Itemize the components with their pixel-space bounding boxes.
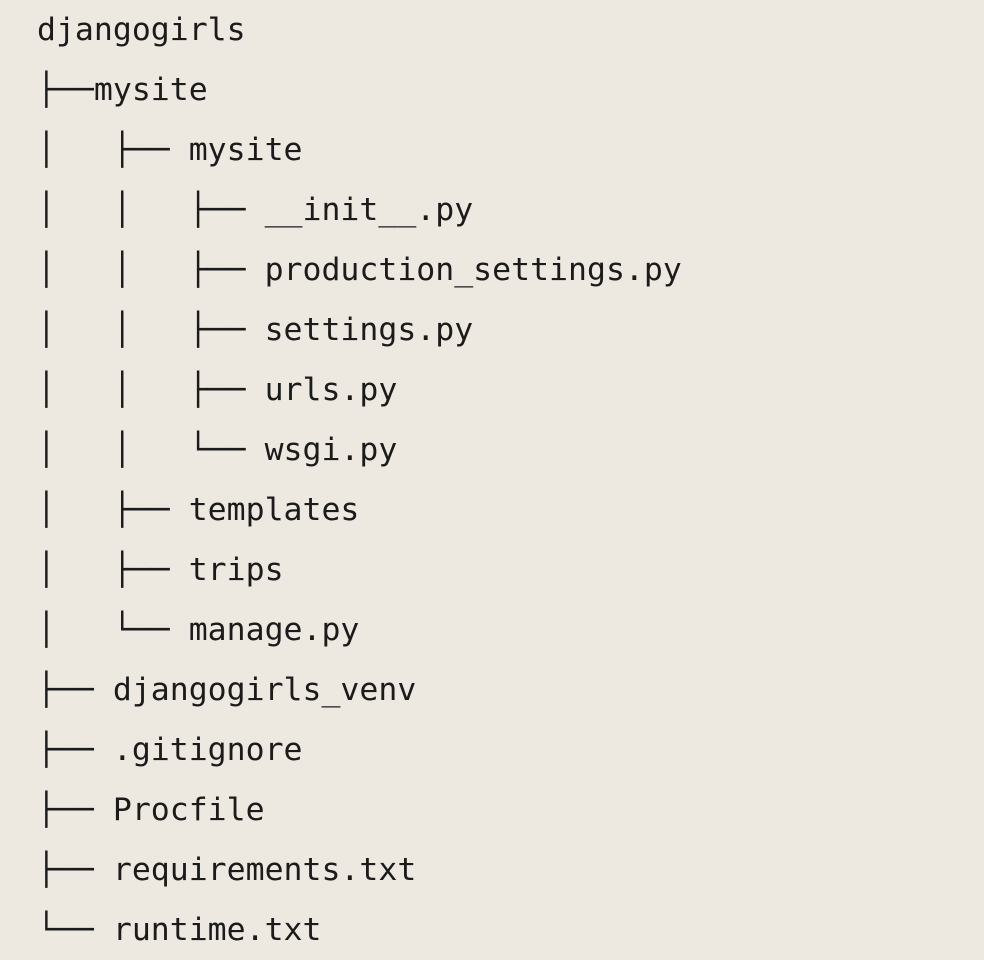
tree-line: │ │ ├── urls.py [37,372,398,408]
tree-line: ├── requirements.txt [37,852,417,888]
tree-line: │ │ ├── production_settings.py [37,252,682,288]
tree-line: ├── djangogirls_venv [37,672,417,708]
tree-line: │ ├── mysite [37,132,303,168]
tree-line: │ └── manage.py [37,612,360,648]
tree-line: │ ├── templates [37,492,360,528]
tree-root-line: djangogirls [37,12,246,48]
tree-line: └── runtime.txt [37,912,322,948]
tree-line: ├── .gitignore [37,732,303,768]
tree-line: │ │ ├── __init__.py [37,192,474,228]
tree-line: │ │ └── wsgi.py [37,432,398,468]
tree-line: │ ├── trips [37,552,284,588]
tree-line: ├── Procfile [37,792,265,828]
tree-line: ├──mysite [37,72,208,108]
tree-line: │ │ ├── settings.py [37,312,474,348]
